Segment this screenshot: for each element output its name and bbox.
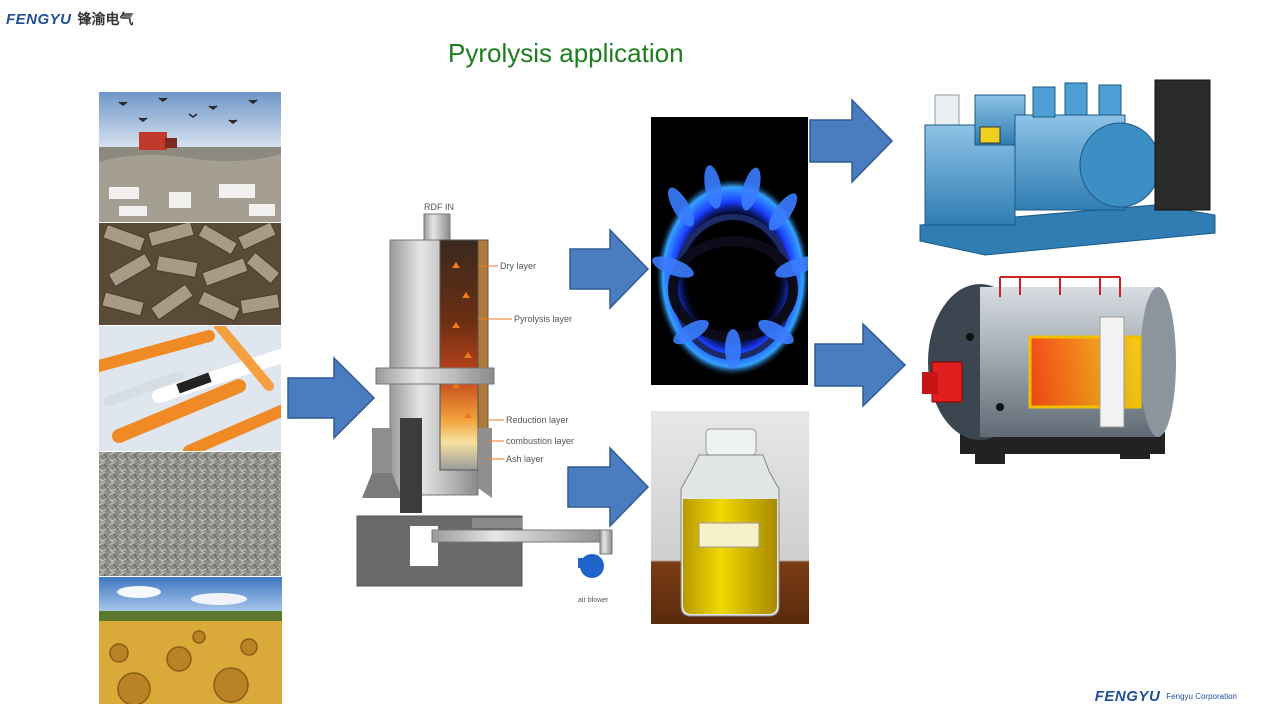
gas-flame-photo [651,117,808,385]
pyrolysis-reactor-diagram: RDF IN air blower [352,198,632,608]
footer-logo: FENGYU Fengyu Corporation [1095,688,1237,705]
straw-bales-photo [99,577,282,704]
arrow-gas-to-generator [809,98,894,184]
logo-wordmark: FENGYU [6,10,72,28]
arrow-reactor-to-gas [569,228,650,310]
arrow-gas-to-boiler [814,322,907,408]
logo-chinese-name: 锋渝电气 [77,12,134,28]
footer-company-name: Fengyu Corporation [1166,692,1237,701]
diesel-generator-photo [915,55,1222,263]
ash-layer-label: Ash layer [506,454,544,464]
medical-syringes-photo [99,326,281,451]
slide-title: Pyrolysis application [448,38,684,68]
pyrolysis-oil-bottle-photo [651,411,809,624]
air-blower-label: air blower [578,597,609,604]
pyrolysis-layer-label: Pyrolysis layer [514,314,572,324]
landfill-waste-photo [99,92,281,222]
shredded-fiber-photo [99,452,281,576]
dry-layer-label: Dry layer [500,261,536,271]
footer-logo-wordmark: FENGYU [1094,688,1161,705]
combustion-layer-label: combustion layer [506,436,574,446]
reduction-layer-label: Reduction layer [506,415,569,425]
wood-chips-photo [99,223,281,325]
rdf-inlet-label: RDF IN [424,202,454,212]
company-logo: FENGYU 锋渝电气 [6,6,134,32]
industrial-boiler-photo [920,267,1178,467]
arrow-reactor-to-oil [567,446,650,528]
arrow-feedstock-to-reactor [287,356,376,440]
